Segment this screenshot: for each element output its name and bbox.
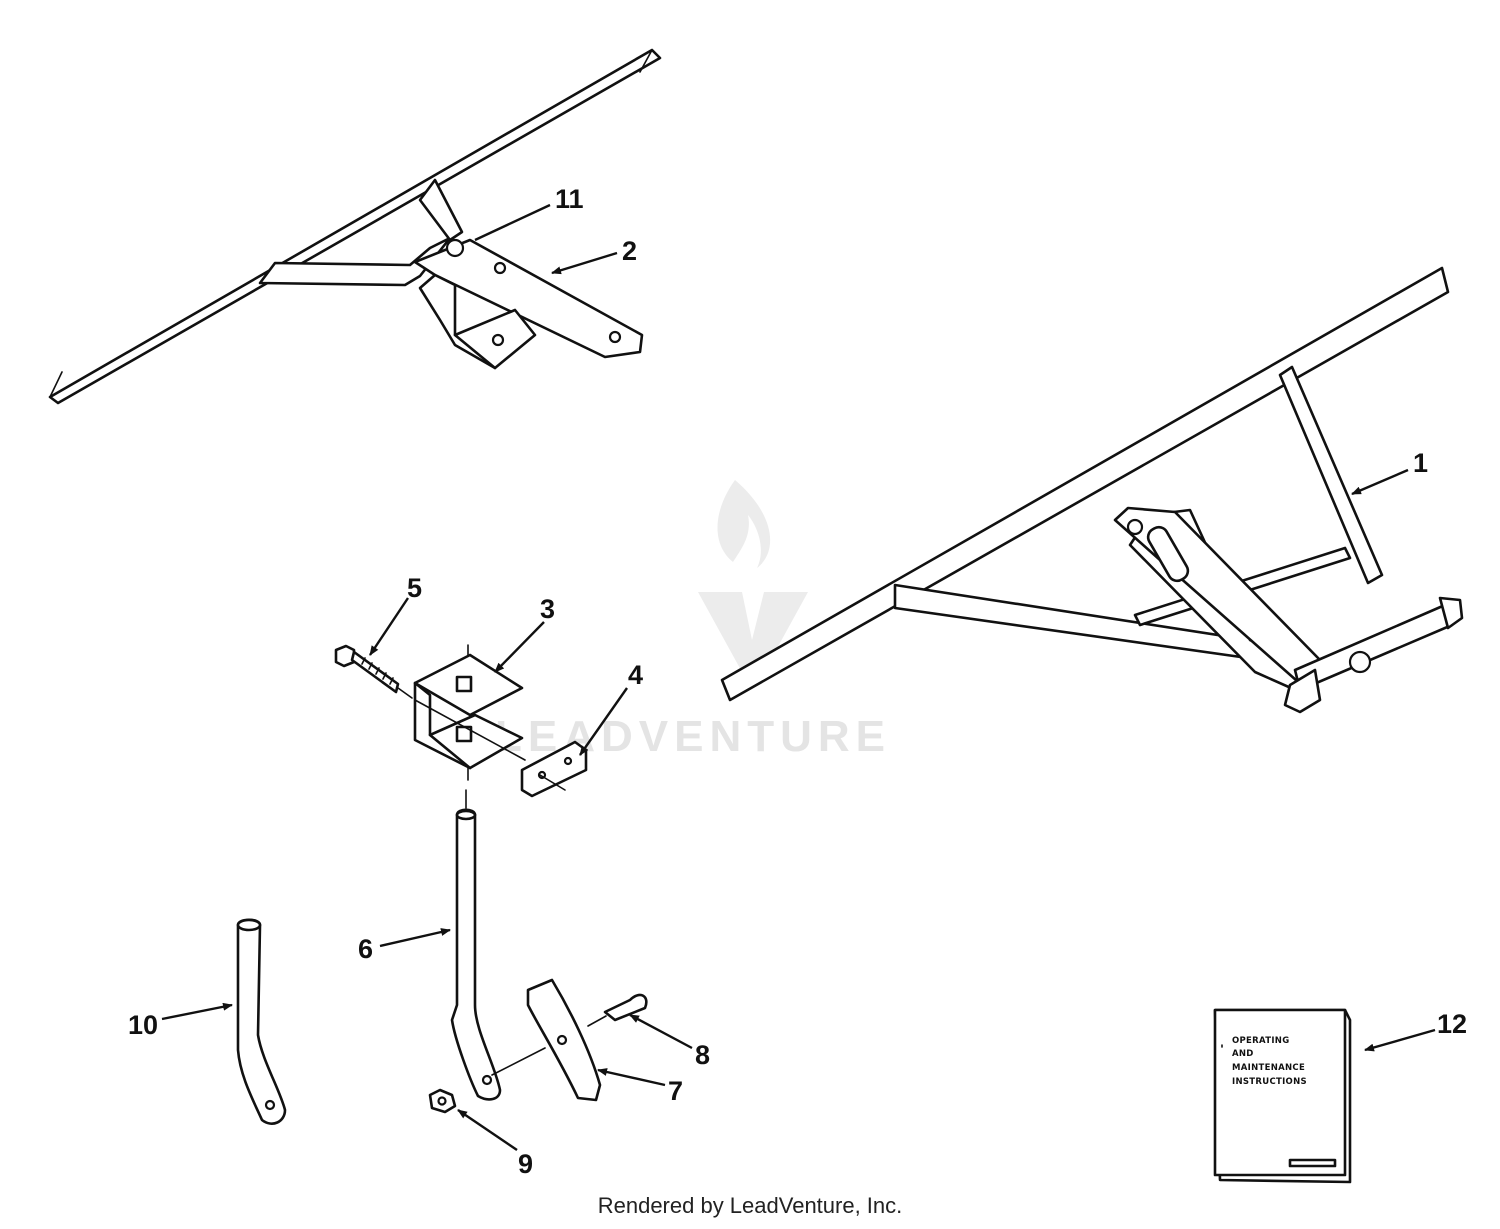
leader-3 [494,621,545,673]
callout-labels: 1 2 3 4 5 6 7 8 9 10 11 12 [128,184,1467,1179]
part-9-nut [428,1088,457,1114]
part-4-plate [520,740,588,798]
callout-2: 2 [622,236,637,266]
callout-7: 7 [668,1076,683,1106]
callout-4: 4 [628,660,643,690]
part-1-hitch-frame [720,266,1464,714]
part-7-sweep-blade [526,978,602,1102]
manual-line-2: AND [1232,1049,1254,1059]
leader-7 [597,1068,666,1087]
callout-11: 11 [555,184,584,214]
part-3-clamp-bracket [413,644,526,781]
manual-line-1: OPERATING [1232,1036,1289,1046]
callout-8: 8 [695,1040,710,1070]
leader-11 [474,203,551,242]
leader-lines [161,203,1436,1151]
part-6-shank [450,789,546,1101]
footer-credit: Rendered by LeadVenture, Inc. [597,1193,903,1218]
part-2-bracket-assembly [48,48,662,405]
leader-9 [457,1109,518,1151]
manual-line-3: MAINTENANCE [1232,1063,1305,1073]
part-10-shank [236,918,287,1125]
callout-3: 3 [540,594,555,624]
leader-4 [579,687,628,756]
leader-12 [1364,1028,1436,1052]
callout-9: 9 [518,1149,533,1179]
leader-10 [161,1002,233,1021]
leader-8 [629,1013,693,1050]
part-8-pin [587,993,648,1027]
watermark-logo-icon [698,480,808,672]
callout-10: 10 [128,1010,158,1040]
leader-5 [369,597,409,656]
part-5-bolt [334,644,413,699]
leader-1 [1351,468,1409,496]
manual-logo-icon [1288,1158,1337,1168]
callout-5: 5 [407,573,422,603]
manual-line-4: INSTRUCTIONS [1232,1077,1307,1087]
leader-6 [379,928,451,948]
callout-12: 12 [1437,1009,1467,1039]
leader-2 [551,251,618,275]
callout-6: 6 [358,934,373,964]
part-12-operating-manual: OPERATING AND MAINTENANCE INSTRUCTIONS [1213,1008,1352,1184]
callout-1: 1 [1413,448,1428,478]
